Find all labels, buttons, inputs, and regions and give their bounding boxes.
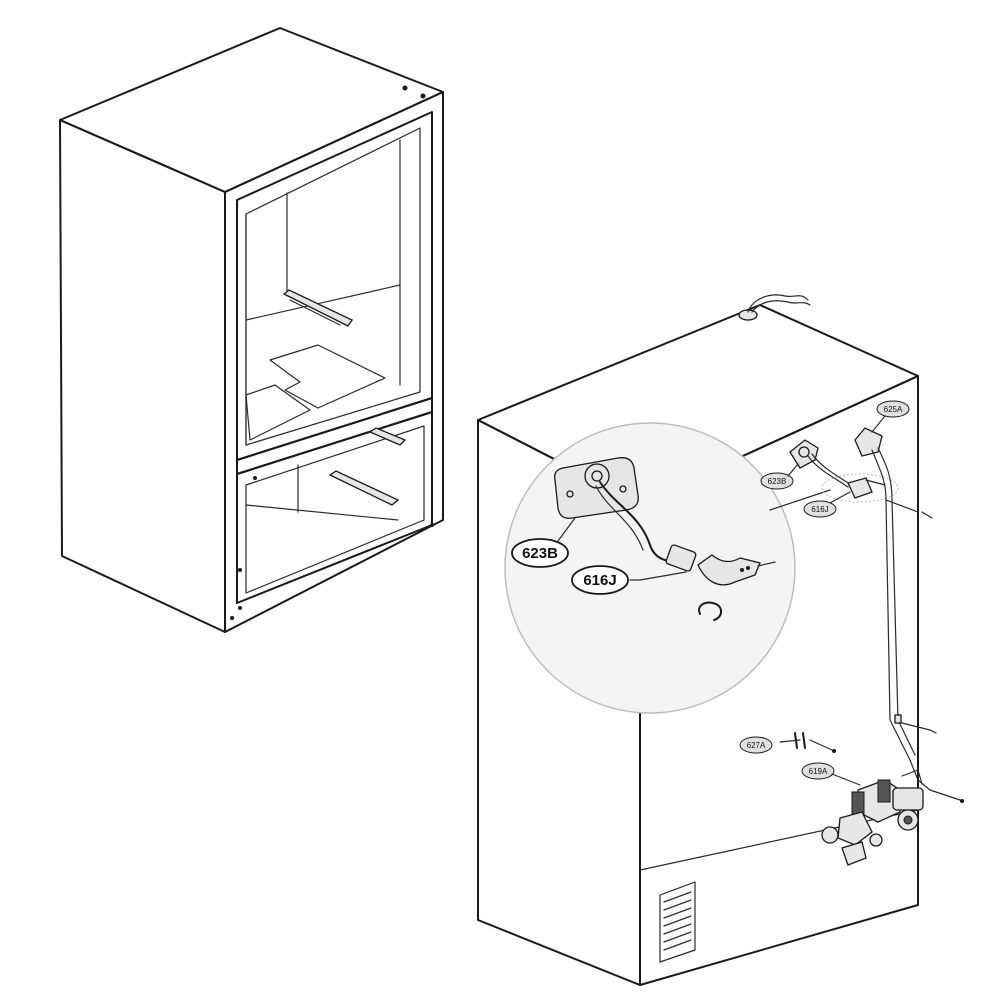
zoom-detail-circle	[504, 422, 796, 714]
zoom-source-region	[821, 473, 899, 503]
front-cabinet-view	[59, 27, 444, 633]
frame-screw	[238, 568, 242, 572]
zoom-pointer	[769, 489, 831, 511]
small-water-valve-625a	[854, 427, 937, 761]
power-cord	[738, 294, 811, 321]
connector-616j	[697, 554, 761, 586]
inlet-water-valve-619a	[821, 759, 964, 866]
tube-clip	[698, 601, 722, 621]
frame-screw	[238, 606, 242, 610]
frame-screw	[430, 523, 434, 527]
callout-label: 619A	[809, 767, 828, 776]
crisper-cover	[269, 344, 386, 409]
callout-616j-large: 616J	[571, 565, 629, 595]
cabinet-left-side	[59, 119, 226, 633]
cabinet-front-frame	[224, 91, 444, 633]
frame-screw	[230, 616, 234, 620]
callout-625a: 625A	[871, 400, 910, 433]
callout-label: 625A	[884, 405, 903, 414]
freezer-inner	[245, 425, 425, 594]
small-connector-616j	[847, 477, 886, 499]
freezer-slide-rail	[368, 427, 407, 446]
rear-vent-grille	[659, 881, 696, 963]
cabinet-top	[59, 27, 444, 193]
callout-label: 623B	[768, 477, 787, 486]
callout-label: 627A	[747, 741, 766, 750]
crisper-floor	[245, 384, 311, 441]
leader-616j	[629, 571, 687, 581]
callout-623b-small: 623B	[760, 463, 799, 490]
rear-cabinet-view: 623B 616J	[477, 294, 964, 986]
shelf-rail	[282, 289, 353, 327]
callout-label: 623B	[522, 545, 558, 562]
center-mullion	[236, 397, 433, 475]
tube-ferrule	[665, 544, 697, 572]
top-screw	[420, 93, 426, 99]
small-clip-627a	[779, 732, 836, 753]
callout-616j-small: 616J	[803, 491, 851, 518]
callout-label: 616J	[811, 505, 828, 514]
freezer-floor-line	[245, 504, 399, 521]
freezer-slide-rail	[328, 470, 400, 506]
callout-627a: 627A	[739, 736, 773, 754]
frame-screw	[253, 476, 257, 480]
rear-cabinet-back	[639, 375, 919, 986]
callout-623b-large: 623B	[511, 538, 569, 568]
top-screw	[402, 85, 408, 91]
callout-619a: 619A	[801, 762, 861, 786]
callout-label: 616J	[583, 572, 616, 589]
shelf-rail-edge	[289, 299, 341, 326]
compressor-cover-line	[639, 809, 919, 871]
inner-back-line	[245, 284, 401, 321]
small-grommet-623b	[789, 439, 852, 488]
